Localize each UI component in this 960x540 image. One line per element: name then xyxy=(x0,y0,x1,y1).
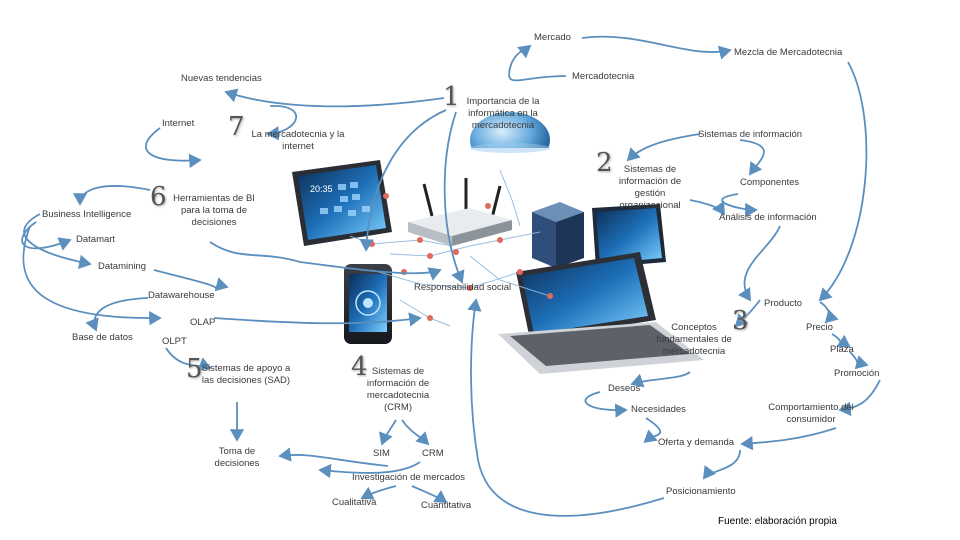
label-analisis-informacion: Análisis de información xyxy=(719,212,817,223)
label-necesidades: Necesidades xyxy=(631,404,686,415)
globe-icon xyxy=(470,112,550,172)
tablet-time: 20:35 xyxy=(310,184,333,194)
label-olap: OLAP xyxy=(190,317,216,328)
label-componentes: Componentes xyxy=(740,177,800,188)
label-mercadotecnia-internet: La mercadotecnia y la internet xyxy=(251,129,345,152)
step-number-4: 4 xyxy=(351,352,368,382)
label-herramientas-bi: Herramientas de BI para la toma de decis… xyxy=(173,193,255,228)
label-promocion: Promoción xyxy=(834,368,880,379)
label-sistemas-informacion: Sistemas de información xyxy=(698,129,803,140)
label-plaza: Plaza xyxy=(830,344,854,355)
label-base-de-datos: Base de datos xyxy=(72,332,133,343)
step-number-6: 6 xyxy=(150,182,167,212)
label-datamining: Datamining xyxy=(98,261,147,272)
technology-illustration: 20:35 xyxy=(292,112,704,374)
step-number-7: 7 xyxy=(228,112,245,142)
label-mercado: Mercado xyxy=(534,32,571,43)
label-nuevas-tendencias: Nuevas tendencias xyxy=(181,73,262,84)
label-mezcla-mercadotecnia: Mezcla de Mercadotecnia xyxy=(734,47,843,58)
monitor-icon xyxy=(592,204,666,268)
connector-arrows xyxy=(21,35,881,517)
label-business-intelligence: Business Intelligence xyxy=(42,209,132,220)
server-icon xyxy=(532,202,584,268)
label-oferta-demanda: Oferta y demanda xyxy=(658,437,735,448)
label-precio: Precio xyxy=(806,322,833,333)
step-number-5: 5 xyxy=(186,354,203,384)
label-deseos: Deseos xyxy=(608,383,641,394)
label-datamart: Datamart xyxy=(76,234,116,245)
step-number-1: 1 xyxy=(443,82,460,112)
step-number-3: 3 xyxy=(732,306,749,336)
tablet-icon: 20:35 xyxy=(292,160,392,246)
label-posicionamiento: Posicionamiento xyxy=(666,486,736,497)
label-responsabilidad-social: Responsabilidad social xyxy=(414,282,512,293)
label-importancia-informatica: Importancia de la informática en la merc… xyxy=(466,96,540,131)
label-comportamiento-consumidor: Comportamiento del consumidor xyxy=(768,402,854,425)
source-note: Fuente: elaboración propia xyxy=(718,516,837,527)
label-conceptos-fundamentales: Conceptos fundamentales de mercadotecnia xyxy=(656,322,732,357)
router-icon xyxy=(408,178,512,246)
label-investigacion-mercados: Investigación de mercados xyxy=(352,472,466,483)
step-number-2: 2 xyxy=(596,148,613,178)
label-sim: SIM xyxy=(373,448,390,459)
label-sistemas-apoyo-decisiones: Sistemas de apoyo a las decisiones (SAD) xyxy=(201,363,291,386)
label-mercadotecnia: Mercadotecnia xyxy=(572,71,635,82)
label-olpt: OLPT xyxy=(162,336,187,347)
label-sistemas-crm: Sistemas de información de mercadotecnia… xyxy=(366,366,430,413)
label-internet: Internet xyxy=(162,118,195,129)
laptop-icon xyxy=(498,252,704,374)
label-datawarehouse: Datawarehouse xyxy=(148,290,215,301)
label-sistemas-gestion: Sistemas de información de gestión organ… xyxy=(618,164,682,211)
label-producto: Producto xyxy=(764,298,803,309)
label-toma-decisiones: Toma de decisiones xyxy=(214,446,260,469)
label-crm: CRM xyxy=(422,448,444,459)
smartphone-icon xyxy=(344,264,392,344)
label-cualitativa: Cualitativa xyxy=(332,497,377,508)
label-cuantitativa: Cuantitativa xyxy=(421,500,472,511)
